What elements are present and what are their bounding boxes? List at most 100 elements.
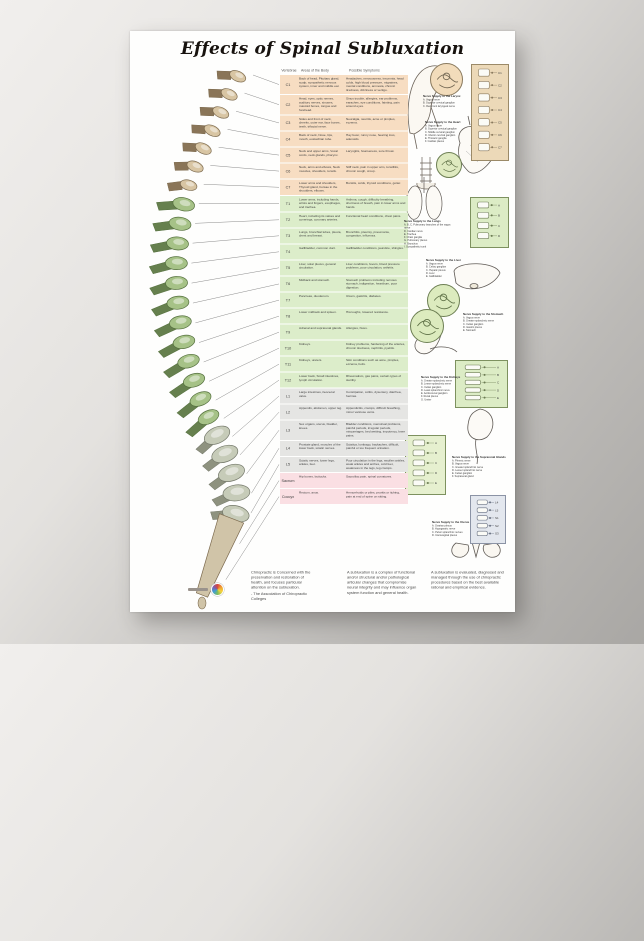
table-row: C7 Lower arms and shoulders, Thyroid gla… — [280, 180, 408, 195]
area-cell: Lower arms and shoulders, Thyroid gland,… — [299, 182, 342, 193]
footer-quote: A subluxation is a complex of functional… — [347, 570, 417, 621]
area-cell: Heart, including its valves and covering… — [299, 214, 342, 225]
caption-item: I. Sympathetic trunk — [404, 245, 452, 248]
table-row: T3 Lungs, bronchial tubes, pleura, chest… — [280, 228, 408, 243]
table-row: T2 Heart, including its valves and cover… — [280, 212, 408, 227]
vertebra-label: T12 — [281, 378, 295, 383]
header-symptoms: Possible Symptoms — [349, 69, 408, 73]
symptom-cell: Appendicitis, cramps, difficult breathin… — [346, 407, 406, 418]
panel-level-label: C — [498, 224, 501, 228]
caption-item: C. Recurrent laryngeal nerve — [423, 105, 477, 108]
vertebra-label: T1 — [281, 201, 295, 206]
area-cell: Kidneys, ureters. — [299, 359, 342, 370]
symptom-cell: Kidney problems, hardening of the arteri… — [346, 343, 406, 354]
vertebra-label: L4 — [281, 446, 295, 451]
panel-level-label: D — [435, 471, 438, 475]
table-row: T6 Midback and stomach. Stomach problems… — [280, 276, 408, 291]
table-row: C3 Sides and front of neck, cheeks, oute… — [280, 115, 408, 130]
nerve-supply-caption: Nerve Supply to the Kidneys A. Greater s… — [421, 376, 469, 427]
symptom-cell: Neuralgia, neuritis, acne or pimples, ec… — [346, 117, 406, 128]
table-row: T1 Lower arms, including hands, wrists a… — [280, 196, 408, 211]
area-cell: Sciatic nerves, lower legs, ankles, feet… — [299, 459, 342, 470]
symptom-cell: Gallbladder conditions, jaundice, shingl… — [346, 246, 406, 257]
vertebra-label: T6 — [281, 282, 295, 287]
vertebra-label: L1 — [281, 394, 295, 399]
table-row: C6 Neck, arms and elbows, Neck muscles, … — [280, 164, 408, 179]
symptom-cell: Stomach problems including nervous stoma… — [346, 278, 406, 289]
vertebra-label: L5 — [281, 462, 295, 467]
symptom-cell: Liver conditions, fevers, blood pressure… — [346, 262, 406, 273]
area-cell: Midback and stomach. — [299, 278, 342, 289]
vertebra-label: C4 — [281, 137, 295, 142]
area-cell: Kidneys. — [299, 343, 342, 354]
spine-illustration — [130, 59, 305, 611]
panel-level-label: B — [498, 214, 500, 218]
table-row: C5 Neck and upper arms, Vocal cords, nec… — [280, 148, 408, 163]
panel-level-label: C2 — [498, 83, 502, 87]
panel-level-label: C5 — [498, 121, 502, 125]
table-row: L4 Prostate gland, muscles of the lower … — [280, 441, 408, 456]
quote-text: Chiropractic is Concerned with the prese… — [251, 570, 310, 590]
vertebra-label: T9 — [281, 330, 295, 335]
area-cell: Rectum, anus. — [299, 491, 342, 502]
area-cell: Gallbladder, common duct. — [299, 246, 342, 257]
panel-level-label: C — [435, 461, 438, 465]
area-cell: Hip bones, buttocks. — [299, 475, 342, 486]
panel-level-label: C3 — [498, 96, 502, 100]
symptom-cell: Asthma, cough, difficulty breathing, sho… — [346, 198, 406, 209]
panel-level-label: E — [435, 481, 437, 485]
table-row: T8 Lower midback and spleen. Hiccoughs, … — [280, 309, 408, 324]
header-vertebrae: Vertebrae — [281, 69, 297, 73]
nerve-supply-caption: Nerve Supply to the Larynx A. Vagus nerv… — [423, 95, 477, 121]
area-cell: Neck, arms and elbows, Neck muscles, sho… — [299, 166, 342, 177]
nerve-supply-caption: Nerve Supply to the Liver A. Vagus nerve… — [426, 259, 472, 297]
panel-level-label: C1 — [498, 71, 502, 75]
publisher-wordmark — [188, 588, 208, 591]
table-row: Coccyx Rectum, anus. Hemorrhoids or pile… — [280, 489, 408, 504]
panel-level-label: L4 — [495, 501, 499, 505]
caption-item-list: A, B, C. Pulmonary branches of the vagus… — [404, 224, 452, 249]
panel-level-label: A — [435, 441, 437, 445]
vertebra-label: T11 — [281, 362, 295, 367]
vertebra-label: T2 — [281, 218, 295, 223]
caption-item: F. Cardiac plexus — [425, 140, 477, 143]
panel-level-label: E — [497, 396, 499, 400]
publisher-logo — [188, 583, 224, 596]
area-cell: Back of neck, Nose, lips, mouth, eustach… — [299, 134, 342, 145]
symptom-cell: Sacroiliac pain, spinal curvatures. — [346, 475, 406, 486]
caption-item: E. Gallbladder — [426, 275, 472, 278]
panel-level-label: C6 — [498, 133, 502, 137]
symptom-cell: Hiccoughs, lowered resistance. — [346, 311, 406, 322]
subluxation-table: Vertebrae Areas of the Body Possible Sym… — [280, 69, 408, 941]
caption-item: F. Suprarenal gland — [452, 475, 510, 478]
table-row: C4 Back of neck, Nose, lips, mouth, eust… — [280, 132, 408, 147]
area-cell: Large intestines, ileocecal valve. — [299, 391, 342, 402]
area-cell: Sex organs, uterus, bladder, knees. — [299, 423, 342, 438]
vertebra-label: C2 — [281, 102, 295, 107]
table-row: T10 Kidneys. Kidney problems, hardening … — [280, 341, 408, 356]
area-cell: Head, eyes, optic nerves, auditory nerve… — [299, 97, 342, 112]
quote-text: A subluxation is a complex of functional… — [347, 570, 416, 595]
vertebra-label: Sacrum — [281, 478, 295, 483]
caption-item: D. Uterovaginal plexus — [432, 534, 482, 537]
table-row: L2 Appendix, abdomen, upper leg. Appendi… — [280, 405, 408, 420]
vertebra-label: L2 — [281, 410, 295, 415]
footer-quote: Chiropractic is Concerned with the prese… — [251, 570, 315, 633]
table-row: L3 Sex organs, uterus, bladder, knees. B… — [280, 421, 408, 440]
symptom-cell: Laryngitis, hoarseness, sore throat. — [346, 150, 406, 161]
table-row: C2 Head, eyes, optic nerves, auditory ne… — [280, 95, 408, 114]
stomach-detail-inset — [410, 309, 444, 343]
panel-level-label: C4 — [498, 108, 502, 112]
area-cell: Lower arms, including hands, wrists and … — [299, 198, 342, 209]
multicolor-pinwheel-icon — [211, 583, 224, 596]
panel-level-label: S1 — [495, 516, 499, 520]
caption-item: E. Stomach — [463, 329, 511, 332]
symptom-cell: Rheumatism, gas pains, certain types of … — [346, 375, 406, 386]
vertebra-label: C1 — [281, 82, 295, 87]
vertebra-label: T4 — [281, 250, 295, 255]
vertebra-label: T5 — [281, 266, 295, 271]
